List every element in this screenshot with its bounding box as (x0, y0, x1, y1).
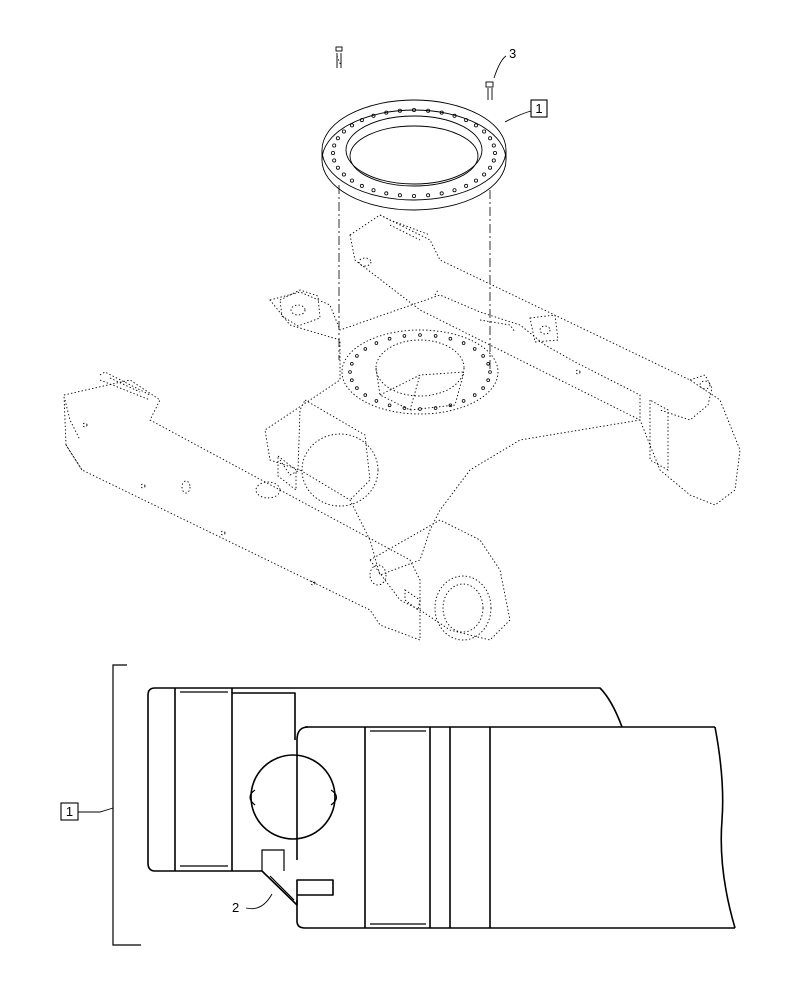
frame-hole (355, 354, 359, 358)
bolt-hole (491, 158, 496, 163)
frame-hole (461, 341, 466, 345)
bolt-hole (439, 110, 444, 115)
bolt-hole (473, 178, 478, 183)
frame-hole (355, 386, 359, 390)
slew-ring-bearing (321, 99, 507, 211)
undercarriage-frame (63, 214, 741, 641)
bolt-hole-ring (330, 108, 497, 198)
frame-hole (387, 336, 392, 341)
bolt-hole (371, 113, 376, 118)
callout-box-1-detail (60, 802, 79, 821)
bolt-hole (335, 165, 340, 170)
bolt-hole (464, 118, 469, 123)
bolt-hole (397, 108, 402, 113)
frame-hole (349, 378, 354, 383)
leader-line-1-top (504, 110, 532, 123)
bolt-hole (482, 172, 487, 177)
frame-hole (433, 406, 438, 410)
bolt-hole (452, 188, 457, 193)
bolt-hole (488, 136, 493, 141)
bolt-hole (371, 188, 376, 193)
bolt-hole (397, 193, 402, 198)
frame-hole (448, 336, 453, 341)
frame-hole (418, 407, 422, 411)
bearing-bolt-left (335, 46, 343, 68)
bolt-hole (332, 143, 337, 148)
bolt-hole (341, 129, 346, 134)
frame-hole (488, 370, 492, 374)
bolt-hole (330, 150, 335, 155)
bolt-hole (492, 150, 497, 155)
frame-hole (481, 354, 485, 358)
callout-3: 3 (509, 46, 516, 61)
bolt-hole (464, 183, 469, 188)
frame-hole (348, 370, 352, 374)
bolt-hole (452, 113, 457, 118)
frame-hole (486, 361, 491, 366)
leader-line-3 (493, 55, 507, 79)
bolt-hole (491, 143, 496, 148)
frame-hole (461, 399, 466, 403)
frame-hole (472, 393, 477, 397)
frame-hole (402, 334, 407, 338)
frame-hole (374, 399, 379, 403)
bolt-hole (439, 191, 444, 196)
frame-hole (472, 347, 477, 351)
frame-hole (418, 333, 422, 337)
frame-hole (374, 341, 379, 345)
seal-element (261, 870, 334, 906)
callout-2: 2 (232, 900, 239, 915)
bolt-hole (473, 123, 478, 128)
bolt-hole (359, 118, 364, 123)
leader-line-1-detail (78, 807, 114, 813)
frame-hole (433, 334, 438, 338)
bolt-hole (482, 129, 487, 134)
detail-bracket (112, 664, 141, 946)
bolt-hole (384, 110, 389, 115)
bolt-hole (384, 191, 389, 196)
frame-hole (349, 361, 354, 366)
leader-line-2 (245, 893, 273, 910)
frame-bolt-holes (348, 333, 492, 411)
callout-box-1-top (530, 99, 548, 118)
bolt-hole (341, 172, 346, 177)
bolt-hole (349, 123, 354, 128)
callout-1-detail: 1 (66, 804, 73, 819)
bolt-hole (488, 165, 493, 170)
bolt-hole (332, 158, 337, 163)
frame-hole (481, 386, 485, 390)
bolt-hole (349, 178, 354, 183)
frame-hole (363, 393, 368, 397)
frame-hole (486, 378, 491, 383)
frame-hole (363, 347, 368, 351)
bolt-hole (411, 108, 416, 113)
bolt-hole (359, 183, 364, 188)
frame-hole (448, 403, 453, 408)
bolt-hole (411, 193, 416, 198)
frame-hole (387, 403, 392, 408)
bearing-section-detail (112, 664, 736, 946)
bolt-hole (335, 136, 340, 141)
callout-1-top: 1 (535, 101, 542, 116)
bolt-hole (426, 193, 431, 198)
bearing-bolt-right (485, 81, 494, 100)
bearing-ball (250, 754, 336, 840)
bolt-hole (426, 108, 431, 113)
frame-hole (402, 406, 407, 410)
